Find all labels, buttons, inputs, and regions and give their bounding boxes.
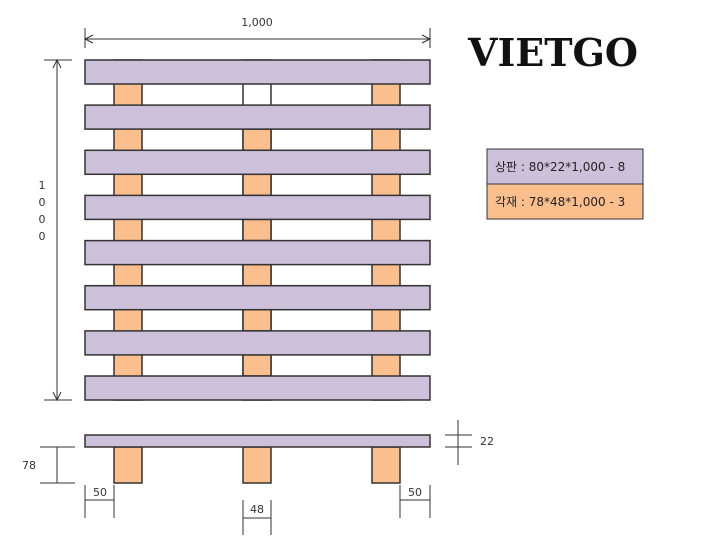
legend: 상판 : 80*22*1,000 - 8 각재 : 78*48*1,000 - … (486, 148, 644, 220)
deck-board-1 (84, 59, 431, 85)
deck-board-group (84, 59, 431, 401)
brand-logo: VIETGO (467, 30, 638, 75)
legend-swatch-stringer (486, 183, 644, 220)
stringer-2-segment (242, 308, 272, 332)
width-label: 1,000 (241, 16, 273, 29)
height-digit-4: 0 (39, 230, 46, 243)
height-digit-2: 0 (39, 196, 46, 209)
side-deck-board (84, 434, 431, 448)
thickness-label: 22 (480, 435, 494, 448)
legend-item-stringer: 각재 : 78*48*1,000 - 3 (495, 195, 625, 209)
stringer-width-label: 48 (250, 503, 264, 516)
deck-board-5 (84, 239, 431, 266)
offset-left-label: 50 (93, 486, 107, 499)
width-dimension (83, 28, 432, 48)
height-digit-1: 1 (39, 179, 46, 192)
height-arrow-bottom (52, 391, 62, 402)
deck-board-4 (84, 194, 431, 221)
thickness-dimension (445, 420, 472, 465)
height-digit-3: 0 (39, 213, 46, 226)
width-arrow-left (83, 34, 94, 44)
stringer-2-segment (242, 128, 272, 152)
side-view (84, 434, 431, 484)
height-dimension (44, 58, 72, 402)
stringer-2-segment (242, 218, 272, 242)
legend-swatch-deck (486, 148, 644, 185)
deck-board-6 (84, 284, 431, 311)
deck-board-2 (84, 104, 431, 130)
stringer-height-label: 78 (22, 459, 36, 472)
legend-item-deck: 상판 : 80*22*1,000 - 8 (495, 160, 625, 174)
deck-board-3 (84, 149, 431, 176)
offset-right-label: 50 (408, 486, 422, 499)
side-stringer-middle (242, 446, 272, 484)
stringer-2-segment (242, 354, 272, 377)
bottom-dimensions (84, 485, 431, 535)
stringer-2-segment (242, 173, 272, 197)
deck-board-7 (84, 330, 431, 356)
width-arrow-right (421, 34, 432, 44)
deck-board-8 (84, 375, 431, 401)
stringer-2-segment (242, 263, 272, 287)
height-arrow-top (52, 58, 62, 69)
side-stringer-right (371, 446, 401, 484)
side-stringer-left (113, 446, 143, 484)
stringer-height-dimension (40, 446, 75, 484)
